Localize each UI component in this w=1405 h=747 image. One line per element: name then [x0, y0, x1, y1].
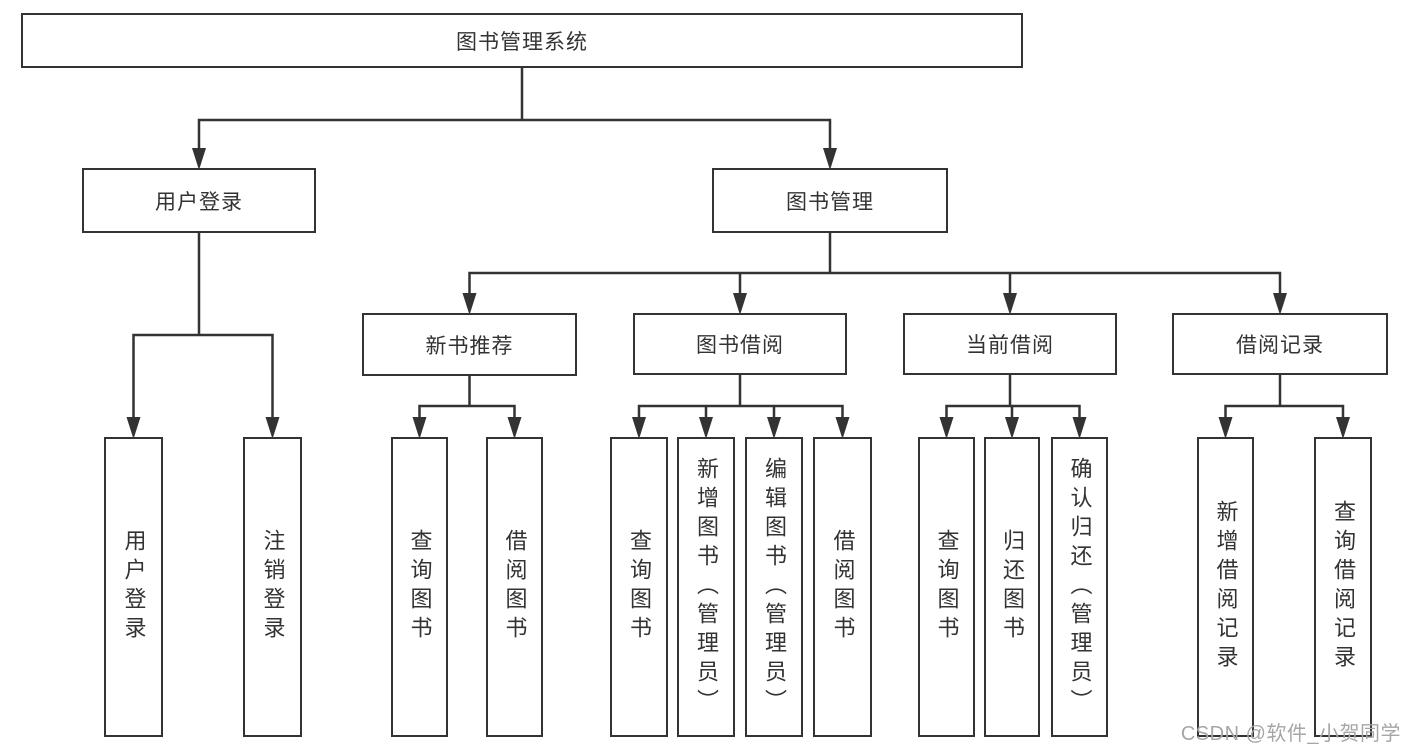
node-leaf-query-record: 查询借阅记录	[1314, 437, 1372, 737]
arrowhead-book-mgmt	[823, 148, 837, 170]
node-leaf-query-book-1: 查询图书	[391, 437, 448, 737]
arrowhead-user-login	[192, 148, 206, 170]
node-leaf-borrow-book-2-label: 借阅图书	[830, 529, 856, 645]
arrowhead-leaf-return-book	[1005, 417, 1019, 439]
arrowhead-leaf-edit-book	[767, 417, 781, 439]
node-root: 图书管理系统	[21, 13, 1023, 68]
node-leaf-query-book-2: 查询图书	[610, 437, 668, 737]
node-leaf-query-book-2-label: 查询图书	[627, 529, 652, 645]
node-borrow-record-label: 借阅记录	[1236, 334, 1324, 357]
arrowhead-new-book-rec	[462, 293, 477, 315]
node-borrow-record: 借阅记录	[1172, 313, 1388, 375]
arrowhead-leaf-logout	[265, 417, 280, 439]
node-new-book-rec-label: 新书推荐	[425, 334, 514, 358]
arrowhead-leaf-user-login	[126, 417, 141, 439]
node-leaf-borrow-book-1: 借阅图书	[486, 437, 543, 737]
node-leaf-confirm-return-label: 确认归还（管理员）	[1067, 456, 1093, 718]
node-leaf-query-book-1-label: 查询图书	[407, 529, 433, 645]
edge-book-borrow	[632, 375, 850, 439]
node-leaf-user-login-label: 用户登录	[121, 529, 147, 645]
node-book-mgmt: 图书管理	[712, 168, 948, 233]
node-book-borrow: 图书借阅	[633, 313, 847, 375]
arrowhead-leaf-query-record	[1336, 417, 1350, 439]
arrowhead-leaf-query-book-2	[632, 417, 646, 439]
node-leaf-edit-book-label: 编辑图书（管理员）	[762, 456, 787, 718]
node-leaf-borrow-book-1-label: 借阅图书	[502, 529, 528, 645]
node-user-login: 用户登录	[82, 168, 316, 233]
edge-user-login	[126, 233, 280, 439]
arrowhead-leaf-confirm-return	[1072, 417, 1087, 439]
node-leaf-query-book-3-label: 查询图书	[934, 529, 960, 645]
edge-new-book-rec	[412, 376, 522, 439]
node-leaf-add-record-label: 新增借阅记录	[1213, 500, 1239, 674]
node-leaf-return-book: 归还图书	[984, 437, 1040, 737]
node-leaf-add-book-label: 新增图书（管理员）	[694, 456, 719, 718]
node-new-book-rec: 新书推荐	[362, 313, 577, 376]
edge-book-mgmt	[462, 233, 1287, 315]
node-leaf-edit-book: 编辑图书（管理员）	[745, 437, 803, 737]
node-leaf-logout: 注销登录	[243, 437, 302, 737]
node-leaf-add-book: 新增图书（管理员）	[677, 437, 735, 737]
edge-root	[192, 68, 837, 170]
node-current-borrow: 当前借阅	[903, 313, 1117, 375]
node-leaf-add-record: 新增借阅记录	[1197, 437, 1254, 737]
node-leaf-return-book-label: 归还图书	[1000, 529, 1025, 645]
edge-current-borrow	[939, 375, 1087, 439]
node-root-label: 图书管理系统	[456, 30, 588, 54]
arrowhead-leaf-borrow-book-1	[507, 417, 522, 439]
arrowhead-current-borrow	[1003, 293, 1017, 315]
node-leaf-logout-label: 注销登录	[260, 529, 286, 645]
node-user-login-label: 用户登录	[155, 190, 243, 214]
arrowhead-leaf-add-record	[1218, 417, 1233, 439]
node-leaf-query-book-3: 查询图书	[918, 437, 975, 737]
arrowhead-borrow-record	[1273, 293, 1287, 315]
arrowhead-leaf-add-book	[699, 417, 713, 439]
node-leaf-user-login: 用户登录	[104, 437, 163, 737]
edge-borrow-record	[1218, 375, 1350, 439]
arrowhead-leaf-borrow-book-2	[835, 417, 850, 439]
node-leaf-query-record-label: 查询借阅记录	[1331, 500, 1356, 674]
node-current-borrow-label: 当前借阅	[966, 334, 1054, 357]
arrowhead-leaf-query-book-1	[412, 417, 427, 439]
node-book-mgmt-label: 图书管理	[786, 190, 874, 214]
node-book-borrow-label: 图书借阅	[696, 334, 784, 357]
arrowhead-book-borrow	[733, 293, 747, 315]
node-leaf-confirm-return: 确认归还（管理员）	[1051, 437, 1108, 737]
arrowhead-leaf-query-book-3	[939, 417, 954, 439]
node-leaf-borrow-book-2: 借阅图书	[813, 437, 872, 737]
watermark: CSDN @软件_小贺同学	[1180, 723, 1401, 745]
